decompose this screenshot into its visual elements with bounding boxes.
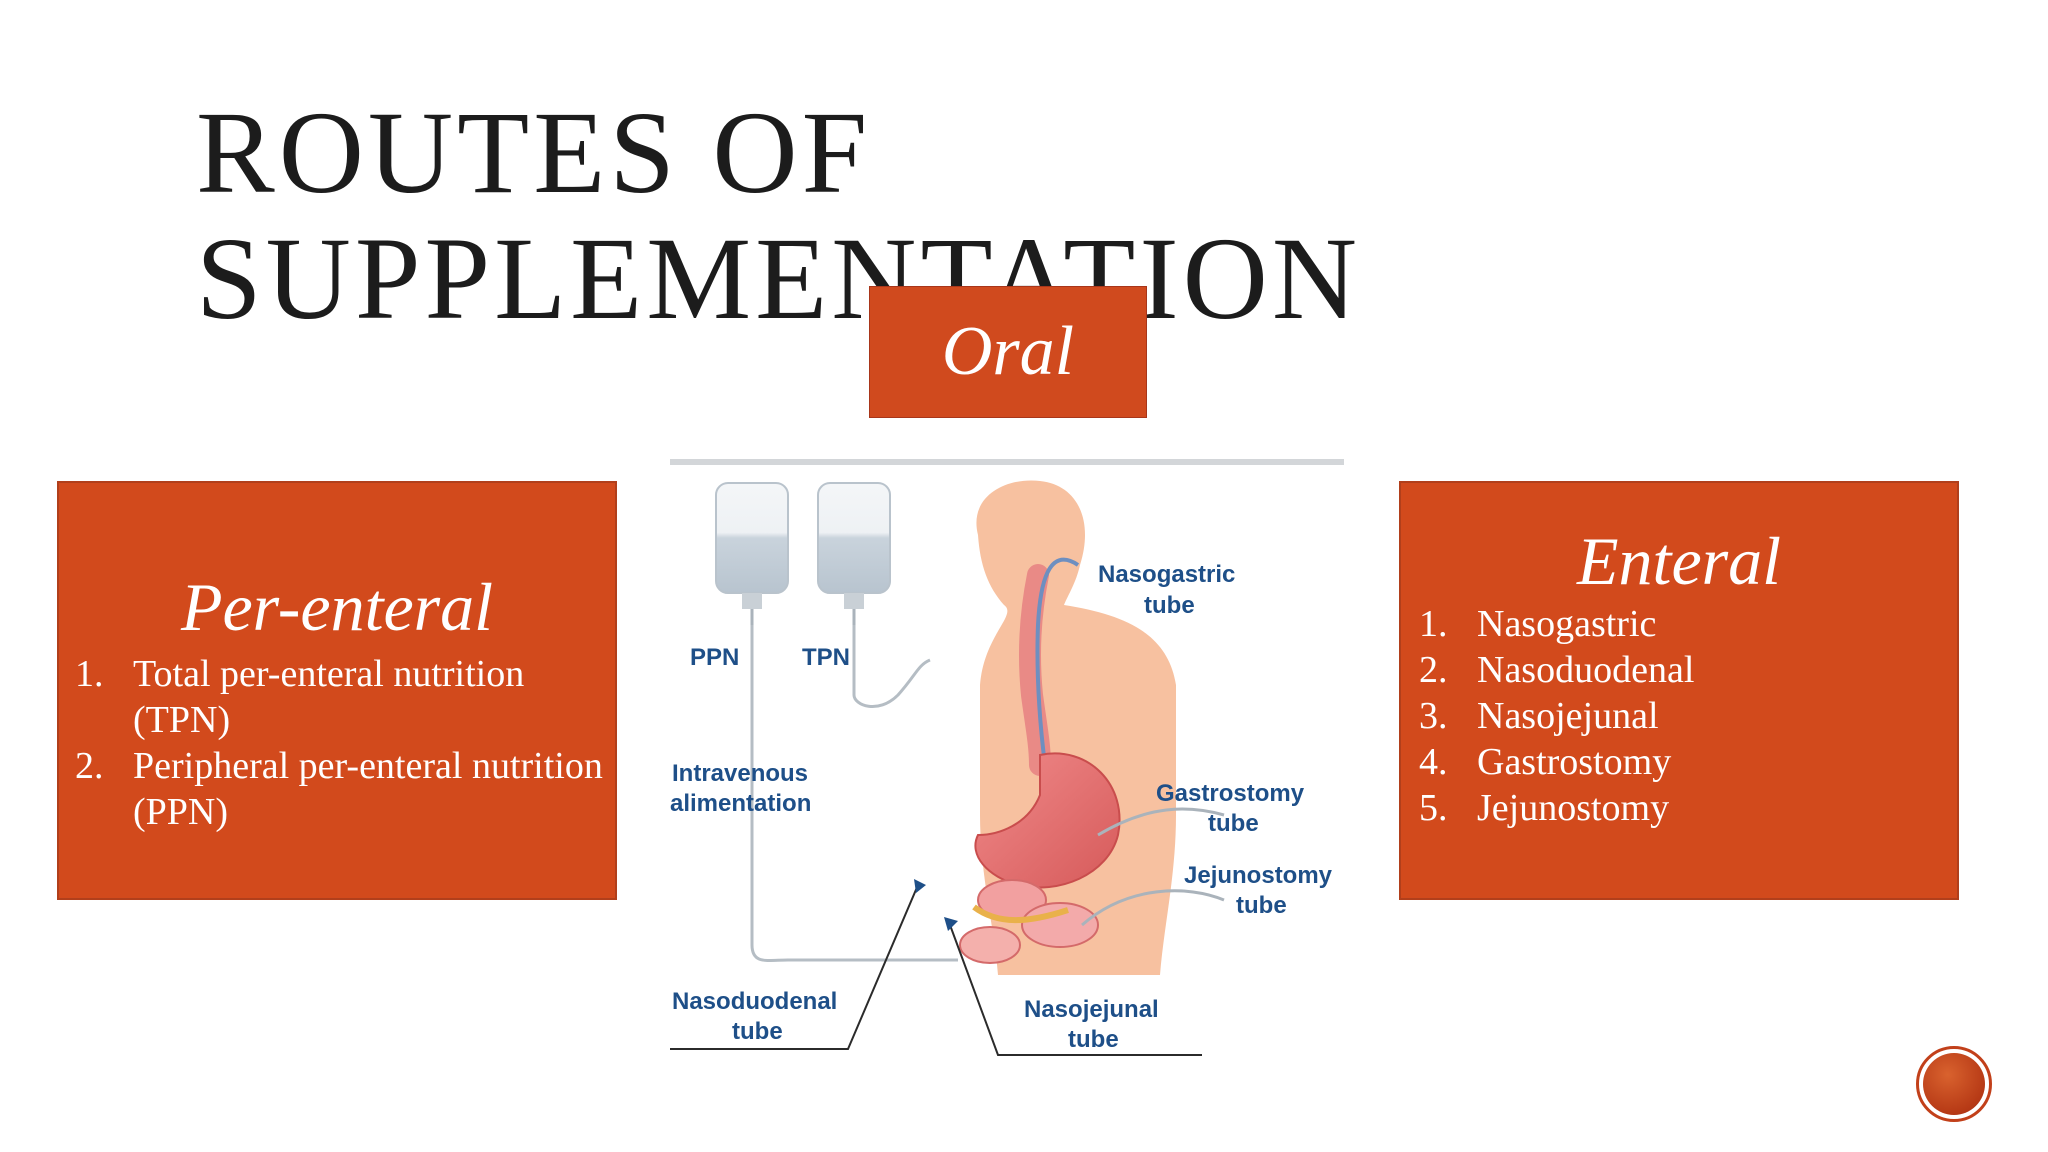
list-text: Nasojejunal [1477, 695, 1659, 737]
list-text: Nasogastric [1477, 603, 1657, 645]
title-line-2: SUPPLEMENTATION [196, 213, 1362, 344]
top-divider [670, 459, 1344, 465]
enteral-heading: Enteral [1577, 523, 1781, 599]
nasojejunal-pointer [949, 924, 1202, 1056]
slide-title: ROUTES OF SUPPLEMENTATION [196, 90, 1361, 342]
per-enteral-card: Per-enteral 1. Total per-enteral nutriti… [57, 481, 617, 900]
list-item: 1. Nasogastric [1419, 601, 1957, 647]
list-text: Total per-enteral nutrition (TPN) [133, 653, 525, 741]
title-line-1: ROUTES OF [196, 87, 872, 218]
list-item: 3. Nasojejunal [1419, 693, 1957, 739]
list-item: 2. Peripheral per-enteral nutrition (PPN… [75, 743, 615, 835]
list-text: Gastrostomy [1477, 741, 1672, 783]
label-nasojejunal-1: Nasojejunal [1024, 996, 1159, 1023]
label-iv-2: alimentation [670, 790, 811, 817]
enteral-list: 1. Nasogastric 2. Nasoduodenal 3. Nasoje… [1419, 601, 1957, 831]
pointer-arrow-icon [944, 917, 958, 931]
label-tpn: TPN [802, 644, 850, 671]
list-item: 1. Total per-enteral nutrition (TPN) [75, 651, 615, 743]
list-number: 5. [1419, 787, 1448, 829]
label-gastrostomy-1: Gastrostomy [1156, 780, 1305, 807]
tpn-iv-line [852, 625, 931, 709]
list-number: 2. [1419, 649, 1448, 691]
list-item: 4. Gastrostomy [1419, 739, 1957, 785]
list-number: 3. [1419, 695, 1448, 737]
list-item: 2. Nasoduodenal [1419, 647, 1957, 693]
label-nasojejunal-2: tube [1068, 1026, 1119, 1053]
gastrostomy-tube-line [1097, 807, 1225, 837]
list-text: Jejunostomy [1477, 787, 1670, 829]
list-number: 4. [1419, 741, 1448, 783]
list-number: 2. [75, 745, 104, 787]
circle-nav-icon[interactable] [1916, 1046, 1992, 1122]
intestines-shape [959, 879, 1099, 964]
label-gastrostomy-2: tube [1208, 810, 1259, 837]
per-enteral-list: 1. Total per-enteral nutrition (TPN) 2. … [75, 651, 615, 835]
ppn-iv-line [750, 625, 958, 963]
nasoduodenal-pointer [670, 884, 919, 1050]
jejunostomy-tube-line [1081, 889, 1225, 927]
per-enteral-heading: Per-enteral [180, 569, 494, 645]
label-nasogastric-1: Nasogastric [1098, 561, 1235, 588]
oral-box: Oral [869, 286, 1147, 418]
list-text: Peripheral per-enteral nutrition (PPN) [133, 745, 603, 833]
list-number: 1. [1419, 603, 1448, 645]
label-nasoduodenal-2: tube [732, 1018, 783, 1045]
oral-label: Oral [941, 313, 1075, 390]
nutrition-routes-diagram: PPN TPN Nasogastric tube Intravenous ali… [670, 459, 1344, 1056]
list-item: 5. Jejunostomy [1419, 785, 1957, 831]
pointer-arrow-icon [914, 879, 926, 893]
label-nasoduodenal-1: Nasoduodenal [672, 988, 837, 1015]
label-nasogastric-2: tube [1144, 592, 1195, 619]
circle-nav-fill [1923, 1053, 1985, 1115]
label-jejunostomy-1: Jejunostomy [1184, 862, 1333, 889]
list-number: 1. [75, 653, 104, 695]
label-iv-1: Intravenous [672, 760, 808, 787]
label-ppn: PPN [690, 644, 739, 671]
esophagus-shape [1019, 564, 1051, 776]
list-text: Nasoduodenal [1477, 649, 1695, 691]
tpn-bag-icon [817, 482, 891, 625]
enteral-card: Enteral 1. Nasogastric 2. Nasoduodenal 3… [1399, 481, 1959, 900]
ppn-bag-icon [715, 482, 789, 625]
label-jejunostomy-2: tube [1236, 892, 1287, 919]
